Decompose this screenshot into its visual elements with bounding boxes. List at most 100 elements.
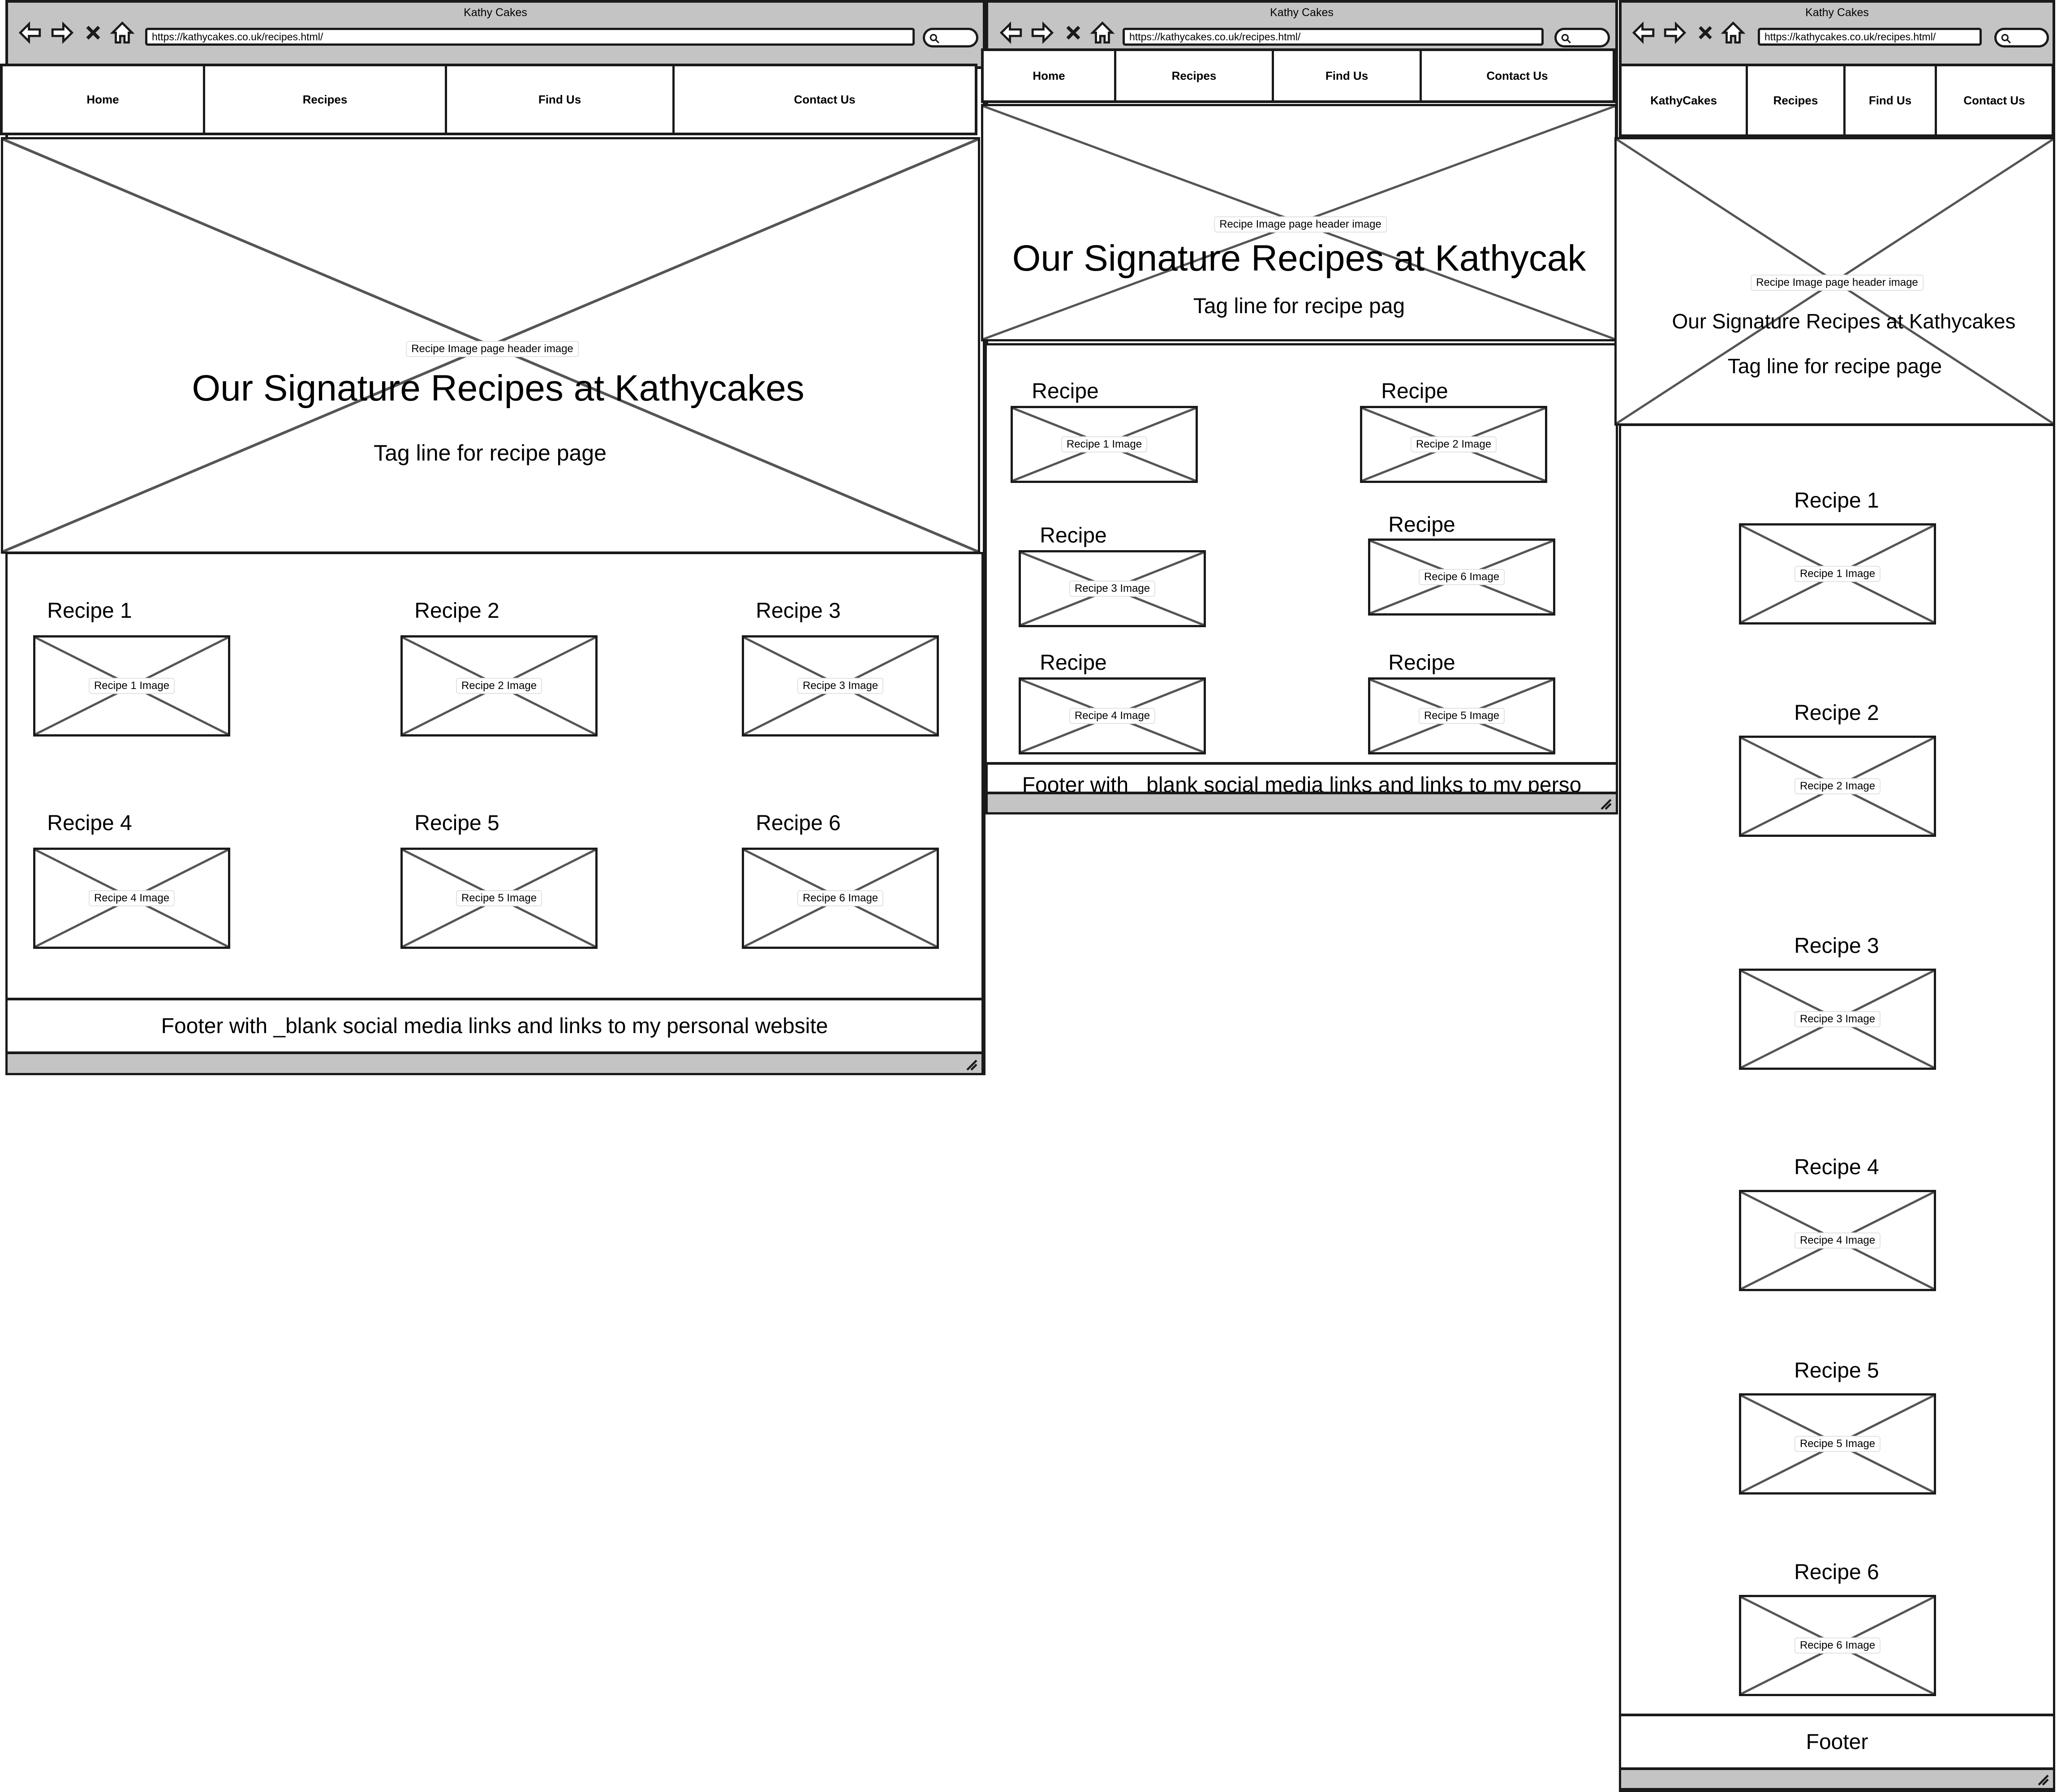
nav-item-contact-us[interactable]: Contact Us — [1963, 93, 2025, 107]
desktop-recipe-4-image[interactable]: Recipe 4 Image — [33, 848, 230, 949]
mobile-recipe-3-image[interactable]: Recipe 3 Image — [1739, 969, 1936, 1070]
desktop-recipe-5-image[interactable]: Recipe 5 Image — [400, 848, 598, 949]
stop-icon[interactable] — [1696, 20, 1715, 46]
desktop-nav: Home Recipes Find Us Contact Us — [0, 64, 977, 135]
nav-item-recipes[interactable]: Recipes — [1748, 66, 1846, 134]
mobile-recipe-area — [1619, 424, 2055, 1716]
resize-grip-icon[interactable] — [1599, 797, 1612, 810]
mobile-hero-image: Recipe Image page header image — [1614, 137, 2055, 426]
tablet-recipe-5-image[interactable]: Recipe 5 Image — [1368, 677, 1555, 754]
desktop-recipe-3-image[interactable]: Recipe 3 Image — [742, 635, 939, 737]
mobile-recipe-6-title: Recipe 6 — [1794, 1560, 1879, 1584]
tablet-recipe-4-image[interactable]: Recipe 4 Image — [1019, 677, 1206, 754]
tablet-hero-tagline: Tag line for recipe pag — [1193, 294, 1405, 318]
recipe-image-label: Recipe 2 Image — [1410, 436, 1497, 452]
recipe-image-label: Recipe 5 Image — [456, 890, 542, 906]
resize-grip-icon[interactable] — [964, 1058, 978, 1071]
mobile-recipe-4-image[interactable]: Recipe 4 Image — [1739, 1190, 1936, 1291]
mobile-recipe-6-image[interactable]: Recipe 6 Image — [1739, 1595, 1936, 1696]
tablet-recipe-1-image[interactable]: Recipe 1 Image — [1011, 406, 1198, 483]
back-arrow-icon[interactable] — [1631, 20, 1657, 46]
recipe-image-label: Recipe 3 Image — [1069, 581, 1156, 597]
nav-item-find-us[interactable]: Find Us — [1274, 51, 1422, 100]
mobile-status-bar — [1619, 1768, 2055, 1790]
browser-toolbar: Kathy Cakes https://kathycakes.co.uk/rec… — [988, 3, 1615, 55]
address-bar[interactable]: https://kathycakes.co.uk/recipes.html/ — [1758, 28, 1982, 46]
nav-item-home[interactable]: Home — [3, 66, 205, 133]
desktop-hero-image: Recipe Image page header image — [1, 137, 980, 554]
mobile-hero-heading: Our Signature Recipes at Kathycakes — [1672, 310, 2016, 333]
back-arrow-icon[interactable] — [998, 20, 1024, 46]
mobile-recipe-3-title: Recipe 3 — [1794, 934, 1879, 958]
browser-toolbar: Kathy Cakes https://kathycakes.co.uk/rec… — [1622, 3, 2053, 69]
mobile-recipe-4-title: Recipe 4 — [1794, 1155, 1879, 1179]
home-icon[interactable] — [1720, 20, 1746, 46]
recipe-image-label: Recipe 3 Image — [797, 678, 884, 694]
mobile-recipe-2-title: Recipe 2 — [1794, 701, 1879, 725]
search-icon — [930, 34, 939, 43]
desktop-recipe-6-image[interactable]: Recipe 6 Image — [742, 848, 939, 949]
mobile-recipe-1-image[interactable]: Recipe 1 Image — [1739, 523, 1936, 625]
tablet-recipe-6-title: Recipe — [1388, 513, 1455, 537]
mobile-nav: KathyCakes Recipes Find Us Contact Us — [1619, 64, 2054, 137]
desktop-hero-tagline: Tag line for recipe page — [374, 440, 607, 465]
search-box[interactable] — [1994, 28, 2049, 47]
back-arrow-icon[interactable] — [17, 20, 43, 46]
tablet-hero-image: Recipe Image page header image — [981, 104, 1617, 341]
tablet-recipe-3-image[interactable]: Recipe 3 Image — [1019, 550, 1206, 627]
search-box[interactable] — [923, 28, 978, 47]
nav-item-recipes[interactable]: Recipes — [1116, 51, 1274, 100]
tablet-footer: Footer with _blank social media links an… — [985, 762, 1618, 794]
stop-icon[interactable] — [1063, 20, 1083, 46]
resize-grip-icon[interactable] — [2036, 1773, 2049, 1786]
forward-arrow-icon[interactable] — [49, 20, 75, 46]
desktop-status-bar — [5, 1052, 984, 1075]
home-icon[interactable] — [109, 20, 135, 46]
desktop-recipe-3-title: Recipe 3 — [756, 599, 841, 623]
tablet-recipe-4-title: Recipe — [1040, 651, 1107, 675]
desktop-recipe-6-title: Recipe 6 — [756, 811, 841, 835]
nav-item-recipes[interactable]: Recipes — [205, 66, 447, 133]
mobile-recipe-5-image[interactable]: Recipe 5 Image — [1739, 1393, 1936, 1495]
tablet-recipe-5-title: Recipe — [1388, 651, 1455, 675]
desktop-recipe-1-title: Recipe 1 — [47, 599, 132, 623]
forward-arrow-icon[interactable] — [1662, 20, 1688, 46]
desktop-recipe-2-image[interactable]: Recipe 2 Image — [400, 635, 598, 737]
mobile-footer: Footer — [1619, 1714, 2055, 1770]
mobile-hero-tagline: Tag line for recipe page — [1727, 354, 1942, 378]
hero-image-label: Recipe Image page header image — [1751, 275, 1924, 291]
home-icon[interactable] — [1089, 20, 1115, 46]
nav-item-home[interactable]: Home — [984, 51, 1116, 100]
recipe-image-label: Recipe 1 Image — [1061, 436, 1148, 452]
tablet-recipe-2-image[interactable]: Recipe 2 Image — [1360, 406, 1547, 483]
recipe-image-label: Recipe 6 Image — [1418, 569, 1505, 585]
recipe-image-label: Recipe 3 Image — [1794, 1011, 1881, 1027]
desktop-hero-heading: Our Signature Recipes at Kathycakes — [192, 368, 805, 409]
nav-item-find-us[interactable]: Find Us — [447, 66, 675, 133]
desktop-footer: Footer with _blank social media links an… — [5, 998, 984, 1054]
tablet-recipe-2-title: Recipe — [1381, 379, 1448, 403]
nav-item-find-us[interactable]: Find Us — [1846, 66, 1937, 134]
recipe-image-label: Recipe 2 Image — [456, 678, 542, 694]
address-bar[interactable]: https://kathycakes.co.uk/recipes.html/ — [1123, 28, 1544, 46]
stop-icon[interactable] — [83, 20, 103, 46]
hero-image-label: Recipe Image page header image — [406, 341, 579, 357]
search-icon — [2001, 34, 2011, 43]
search-icon — [1561, 34, 1571, 43]
desktop-recipe-1-image[interactable]: Recipe 1 Image — [33, 635, 230, 737]
recipe-image-label: Recipe 2 Image — [1794, 778, 1881, 794]
nav-item-contact-us[interactable]: Contact Us — [794, 92, 856, 106]
nav-item-kathycakes[interactable]: KathyCakes — [1622, 66, 1748, 134]
desktop-recipe-5-title: Recipe 5 — [414, 811, 499, 835]
tablet-hero-heading: Our Signature Recipes at Kathycak — [1012, 238, 1586, 279]
window-title: Kathy Cakes — [1805, 6, 1869, 19]
search-box[interactable] — [1554, 28, 1610, 47]
recipe-image-label: Recipe 1 Image — [1794, 566, 1881, 582]
nav-item-contact-us[interactable]: Contact Us — [1486, 69, 1548, 82]
tablet-nav: Home Recipes Find Us Contact Us — [981, 48, 1615, 103]
forward-arrow-icon[interactable] — [1029, 20, 1055, 46]
tablet-recipe-6-image[interactable]: Recipe 6 Image — [1368, 538, 1555, 616]
recipe-image-label: Recipe 6 Image — [797, 890, 884, 906]
mobile-recipe-2-image[interactable]: Recipe 2 Image — [1739, 736, 1936, 837]
address-bar[interactable]: https://kathycakes.co.uk/recipes.html/ — [145, 28, 915, 46]
